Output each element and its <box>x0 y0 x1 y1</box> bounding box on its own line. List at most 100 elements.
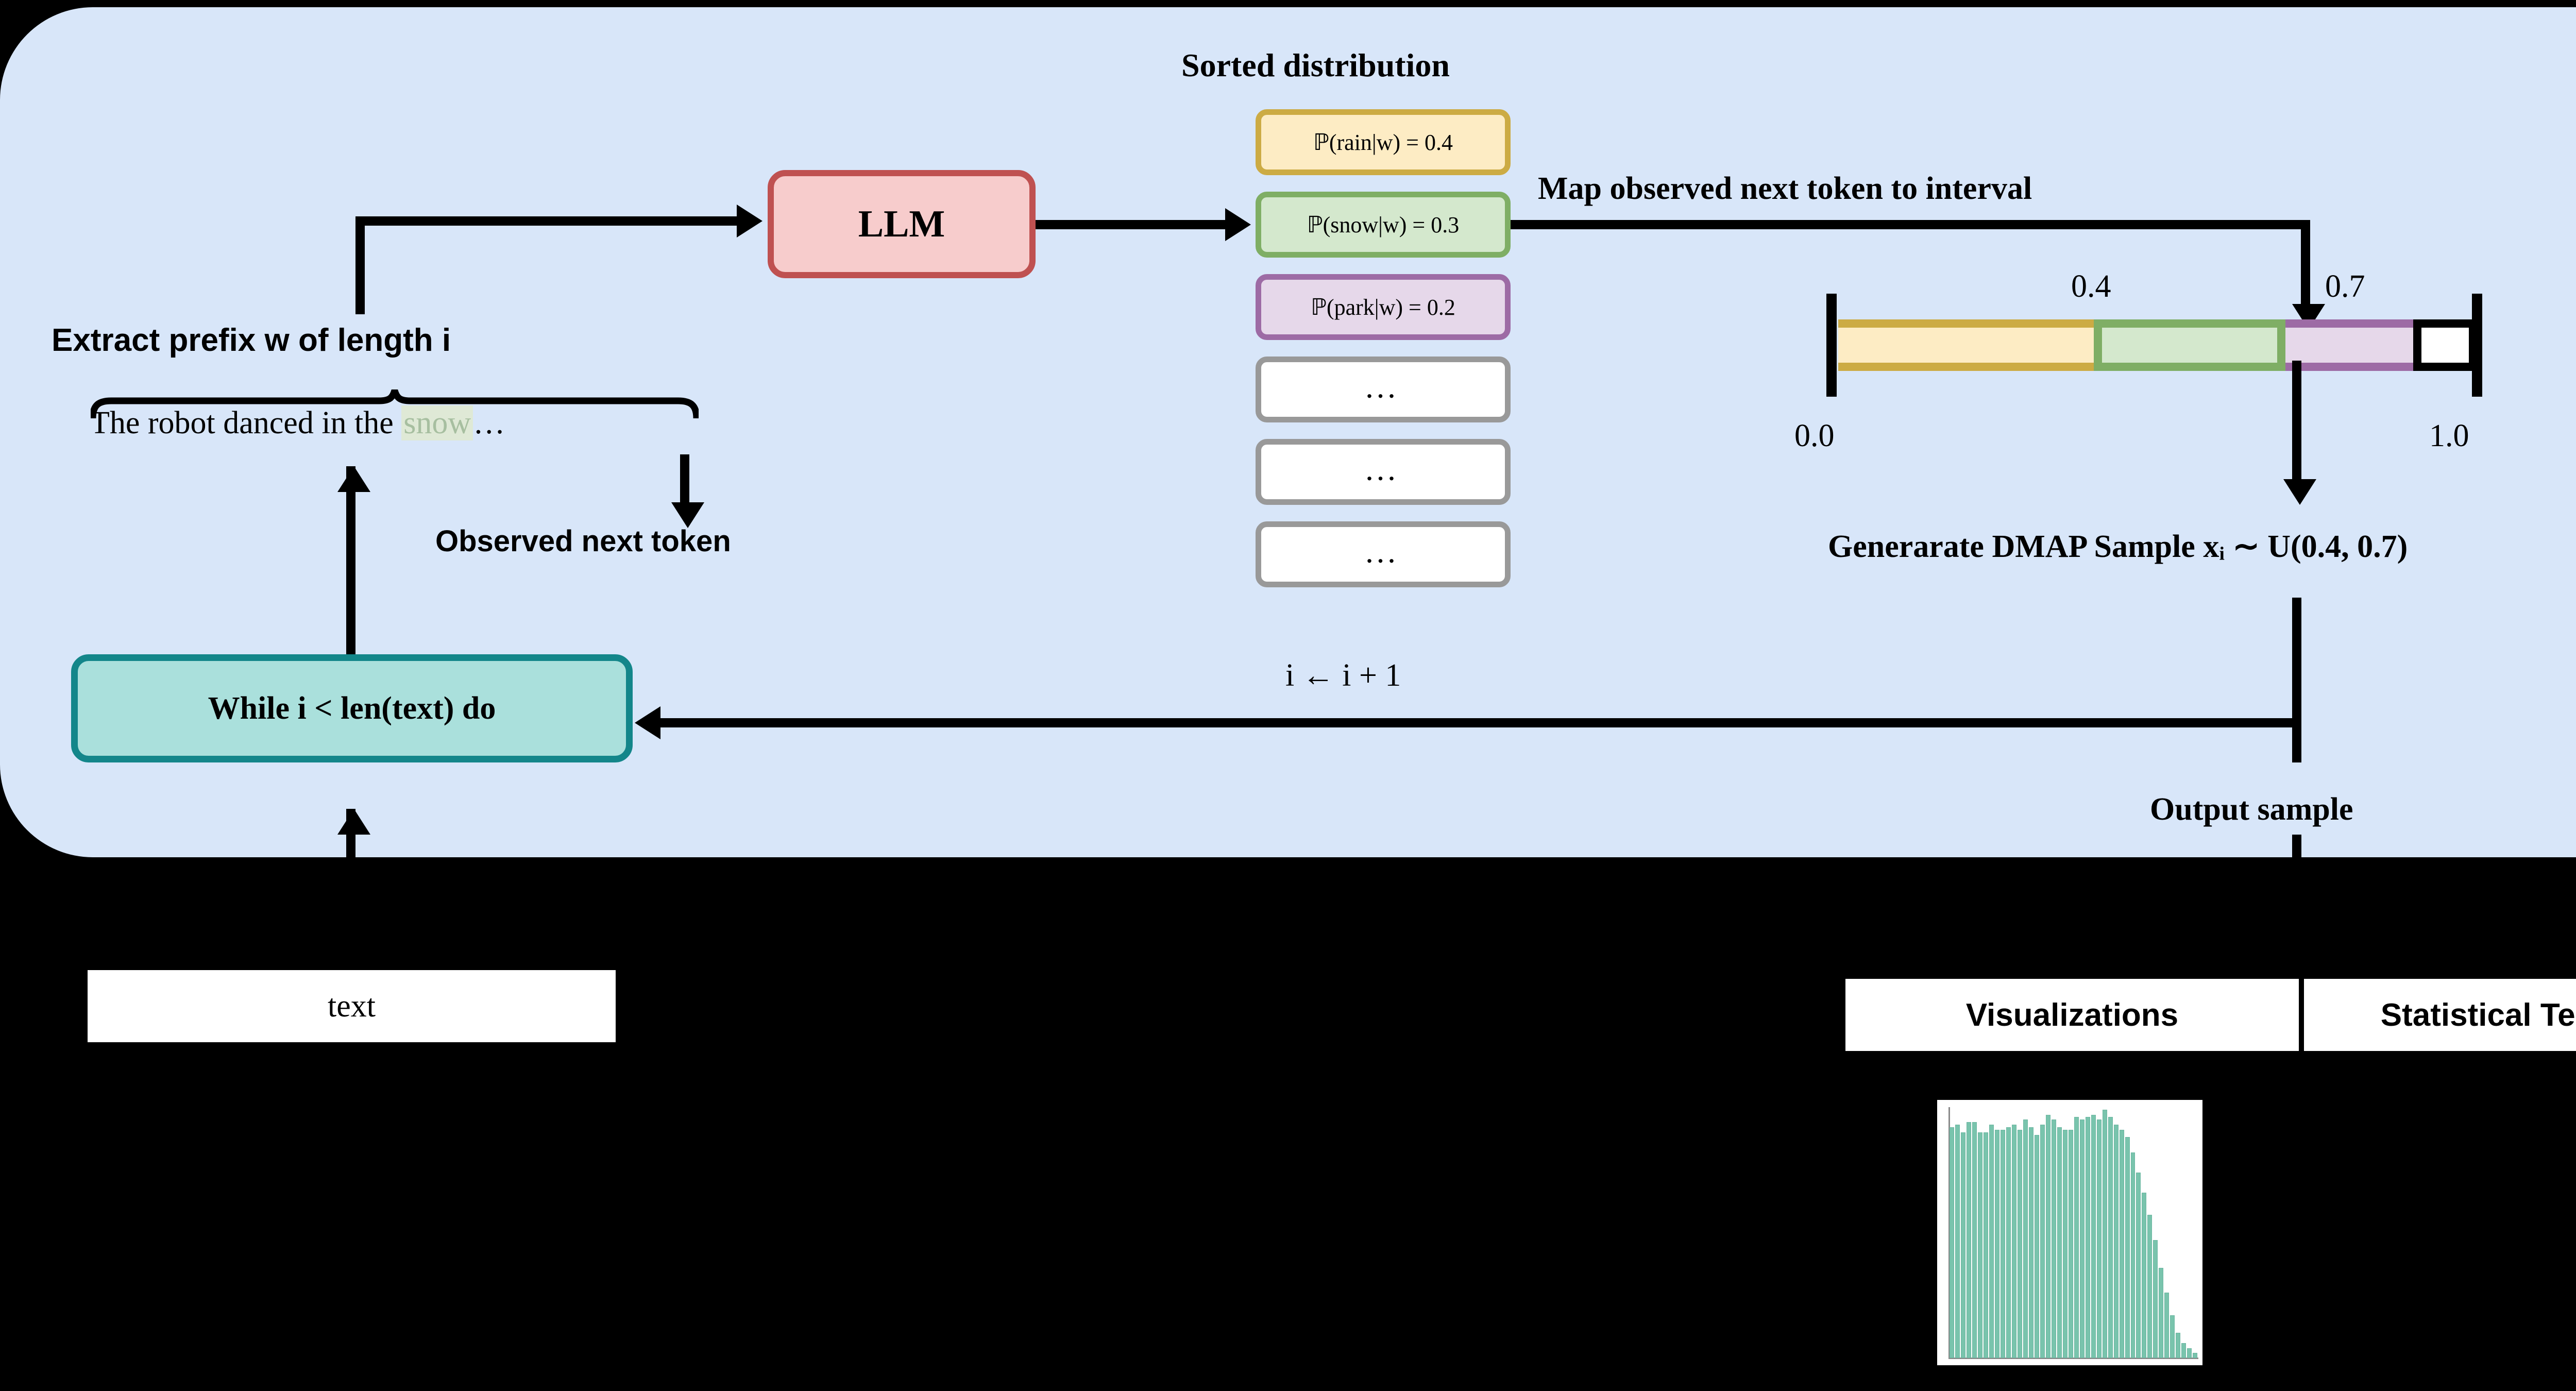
interval-segment-park[interactable] <box>2285 319 2413 371</box>
histogram-bar <box>2193 1353 2198 1358</box>
histogram-bar <box>1972 1122 1977 1358</box>
histogram-bar <box>2153 1240 2158 1358</box>
map-to-interval-label: Map observed next token to interval <box>1538 171 2032 206</box>
histogram-bar <box>2108 1117 2113 1358</box>
histogram-bar <box>2096 1119 2102 1358</box>
observed-next-token-label: Observed next token <box>435 524 731 558</box>
while-to-prefix-head <box>337 466 370 492</box>
map-vertical-line <box>2301 220 2310 313</box>
token-box-ellipsis-2[interactable]: ... <box>1256 439 1511 505</box>
histogram-bar <box>2102 1109 2107 1358</box>
sample-arrow-shaft <box>2292 361 2301 489</box>
sorted-distribution-title: Sorted distribution <box>1181 47 1450 83</box>
sample-histogram <box>1937 1100 2202 1365</box>
histogram-x-axis <box>1948 1358 2198 1359</box>
histogram-bar <box>2119 1129 2124 1358</box>
interval-label-0-0: 0.0 <box>1794 418 1835 453</box>
histogram-bar <box>2040 1125 2045 1358</box>
token-box-ellipsis-2-label: ... <box>1366 459 1400 485</box>
observed-token-arrow-shaft <box>680 454 689 511</box>
histogram-bar <box>2068 1129 2073 1358</box>
histogram-bar <box>2006 1127 2011 1358</box>
histogram-bar <box>2130 1152 2136 1358</box>
histogram-bar <box>1994 1129 1999 1358</box>
token-box-park[interactable]: ℙ(park|w) = 0.2 <box>1256 274 1511 340</box>
map-horizontal-line <box>1511 220 2310 229</box>
token-box-ellipsis-1-label: ... <box>1366 376 1400 403</box>
visualizations-label: Visualizations <box>1965 997 2179 1033</box>
prefix-to-llm-vertical <box>355 216 365 314</box>
loopback-vertical <box>2292 598 2301 762</box>
interval-segment-snow[interactable] <box>2094 319 2285 371</box>
llm-to-distribution-line <box>1036 220 1231 229</box>
token-box-rain[interactable]: ℙ(rain|w) = 0.4 <box>1256 109 1511 175</box>
increment-label: i ← i + 1 <box>1285 658 1401 693</box>
interval-segment-rain[interactable] <box>1838 319 2094 371</box>
while-to-prefix-shaft <box>346 466 355 654</box>
histogram-bar <box>1989 1125 1994 1358</box>
histogram-bar <box>2125 1137 2130 1358</box>
histogram-y-axis <box>1948 1107 1950 1359</box>
histogram-bar <box>2057 1127 2062 1358</box>
observed-token-arrow-head <box>671 502 704 528</box>
histogram-bars <box>1950 1107 2198 1358</box>
token-box-ellipsis-3-label: ... <box>1366 541 1400 568</box>
histogram-bar <box>2170 1315 2175 1358</box>
extract-prefix-label: Extract prefix w of length i <box>52 323 451 358</box>
interval-label-1-0: 1.0 <box>2429 418 2469 453</box>
llm-box[interactable]: LLM <box>768 170 1036 278</box>
token-box-snow-label: ℙ(snow|w) = 0.3 <box>1307 212 1460 238</box>
histogram-bar <box>1983 1132 1988 1358</box>
interval-tick-left <box>1826 294 1837 397</box>
text-input-box[interactable]: text <box>88 970 616 1042</box>
output-sample-line <box>2292 835 2301 979</box>
histogram-bar <box>2085 1117 2090 1358</box>
interval-bar <box>1838 319 2477 371</box>
text-to-while-head <box>337 809 370 835</box>
token-box-park-label: ℙ(park|w) = 0.2 <box>1311 294 1455 320</box>
histogram-bar <box>2017 1129 2022 1358</box>
while-loop-box[interactable]: While i < len(text) do <box>71 654 633 762</box>
token-box-rain-label: ℙ(rain|w) = 0.4 <box>1313 129 1453 155</box>
interval-label-0-4: 0.4 <box>2071 269 2111 304</box>
histogram-bar <box>2034 1134 2039 1358</box>
histogram-bar <box>2176 1333 2181 1358</box>
statistical-tests-box[interactable]: Statistical Tests <box>2304 979 2576 1051</box>
llm-box-label: LLM <box>858 202 945 245</box>
histogram-bar <box>2011 1125 2016 1358</box>
histogram-bar <box>2181 1343 2187 1358</box>
loopback-arrowhead <box>635 706 660 739</box>
histogram-bar <box>2164 1293 2170 1358</box>
histogram-bar <box>2113 1125 2119 1358</box>
histogram-bar <box>2147 1215 2153 1358</box>
histogram-bar <box>2187 1348 2192 1358</box>
token-box-ellipsis-1[interactable]: ... <box>1256 357 1511 422</box>
token-box-snow[interactable]: ℙ(snow|w) = 0.3 <box>1256 192 1511 258</box>
prefix-brace <box>91 389 699 419</box>
sentence-suffix: … <box>473 405 505 440</box>
histogram-bar <box>1960 1132 1965 1358</box>
interval-segment-rest[interactable] <box>2413 319 2477 371</box>
sentence-text: The robot danced in the snow… <box>90 405 505 440</box>
histogram-bar <box>2074 1117 2079 1358</box>
sample-arrow-head <box>2283 479 2316 505</box>
output-sample-label: Output sample <box>2150 792 2353 827</box>
histogram-bar <box>1955 1125 1960 1358</box>
visualizations-box[interactable]: Visualizations <box>1845 979 2299 1051</box>
prefix-to-llm-horizontal <box>355 216 747 226</box>
text-input-label: text <box>328 988 376 1024</box>
histogram-bar <box>1966 1122 1971 1358</box>
histogram-bar <box>1977 1132 1982 1358</box>
sentence-observed-token: snow <box>401 405 473 440</box>
prefix-to-llm-arrowhead <box>737 205 762 238</box>
histogram-bar <box>2136 1172 2141 1358</box>
histogram-bar <box>2079 1119 2084 1358</box>
token-box-ellipsis-3[interactable]: ... <box>1256 521 1511 587</box>
histogram-bar <box>2000 1129 2005 1358</box>
histogram-bar <box>2062 1129 2067 1358</box>
llm-to-distribution-arrowhead <box>1225 208 1251 241</box>
histogram-bar <box>1950 1127 1954 1358</box>
histogram-bar <box>2159 1267 2164 1358</box>
histogram-bar <box>2028 1127 2033 1358</box>
